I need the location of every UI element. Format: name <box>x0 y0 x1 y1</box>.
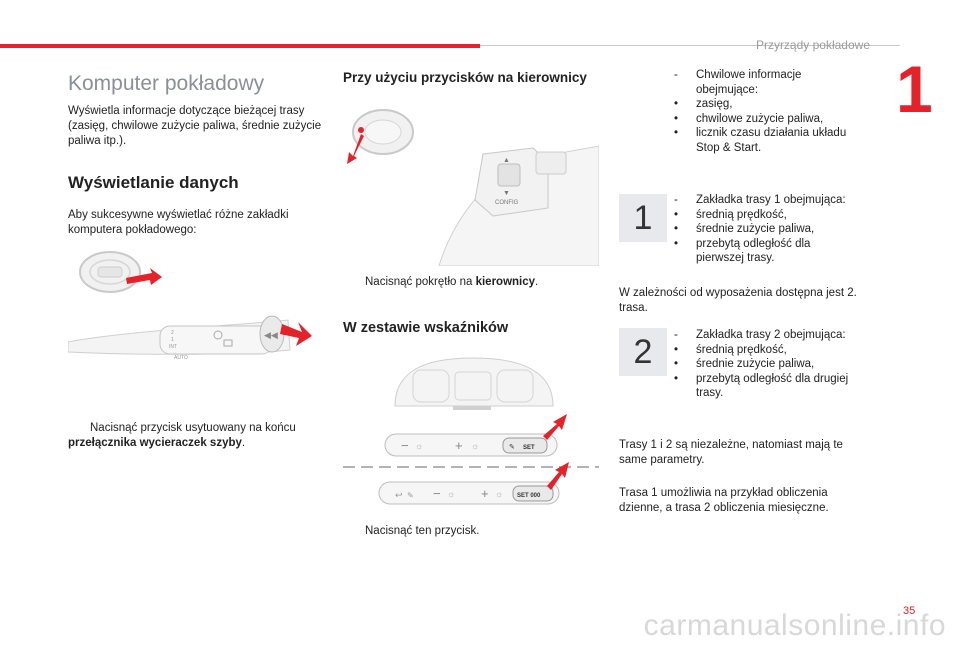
intro-text: Wyświetla informacje dotyczące bieżącej … <box>68 105 322 147</box>
svg-text:☼: ☼ <box>447 489 455 499</box>
trips-usage-text: Trasa 1 umożliwia na przykład obliczenia… <box>619 487 829 514</box>
svg-text:INT: INT <box>169 344 177 350</box>
arrow-icon <box>547 462 569 490</box>
svg-text:1: 1 <box>171 337 174 343</box>
watermark: carmanualsonline.info <box>643 609 946 642</box>
svg-text:+: + <box>455 438 463 453</box>
arrow-icon <box>543 414 567 440</box>
svg-text:↩: ↩ <box>395 490 403 500</box>
instrument-cluster-illustration: − ☼ + ☼ ✎ SET ↩ ✎ − ☼ + ☼ SET 000 <box>343 352 599 522</box>
trip-2-box: 2 <box>619 328 667 376</box>
svg-text:☼: ☼ <box>471 441 479 451</box>
chapter-number: 1 <box>896 52 933 126</box>
svg-text:☼: ☼ <box>415 441 423 451</box>
svg-text:2: 2 <box>171 330 174 336</box>
svg-text:SET 000: SET 000 <box>517 493 541 499</box>
svg-text:CONFIG: CONFIG <box>495 200 519 206</box>
page-title: Komputer pokładowy <box>68 72 265 95</box>
cluster-heading: W zestawie wskaźników <box>343 320 509 336</box>
instant-info-block: -Chwilowe informacje obejmujące: •zasięg… <box>674 69 847 154</box>
page-number: 35 <box>903 605 916 617</box>
svg-text:☼: ☼ <box>495 489 503 499</box>
arrow-icon <box>280 322 312 346</box>
svg-text:+: + <box>481 486 489 501</box>
steering-wheel-thumbnail <box>79 251 141 293</box>
steering-heading: Przy użyciu przycisków na kierownicy <box>343 70 587 85</box>
wiper-stalk-illustration: 2 1 INT AUTO ◀◀ <box>68 246 312 388</box>
steering-wheel-illustration: ▲ ▼ CONFIG <box>343 98 599 266</box>
trip-1-block: -Zakładka trasy 1 obejmująca: •średnią p… <box>674 194 846 264</box>
instruction-cluster: Nacisnąć ten przycisk. <box>365 525 480 537</box>
arrow-icon <box>126 268 162 285</box>
instruction-steering: Nacisnąć pokrętło na kierownicy. <box>365 276 539 288</box>
display-heading: Wyświetlanie danych <box>68 173 239 192</box>
svg-text:−: − <box>433 486 441 501</box>
svg-text:AUTO: AUTO <box>174 355 188 361</box>
svg-text:✎: ✎ <box>509 444 515 451</box>
svg-text:◀◀: ◀◀ <box>264 330 278 340</box>
svg-text:SET: SET <box>523 445 535 451</box>
trip-2-note: W zależności od wyposażenia dostępna jes… <box>619 287 857 314</box>
header-red-bar <box>0 44 480 48</box>
svg-text:▲: ▲ <box>503 157 510 164</box>
svg-text:✎: ✎ <box>407 491 414 500</box>
trip-1-box: 1 <box>619 194 667 242</box>
instruction-wiper: Nacisnąć przycisk usytuowany na końcu pr… <box>68 422 296 449</box>
svg-text:−: − <box>401 438 409 453</box>
steering-wheel-thumbnail <box>352 109 414 155</box>
arrow-icon <box>347 134 364 164</box>
trips-independent-text: Trasy 1 i 2 są niezależne, natomiast maj… <box>619 439 843 466</box>
svg-text:▼: ▼ <box>503 190 510 197</box>
header-rule <box>480 45 900 46</box>
trip-2-block: -Zakładka trasy 2 obejmująca: •średnią p… <box>674 329 849 399</box>
display-text: Aby sukcesywne wyświetlać różne zakładki… <box>68 209 289 236</box>
section-title: Przyrządy pokładowe <box>755 38 870 52</box>
